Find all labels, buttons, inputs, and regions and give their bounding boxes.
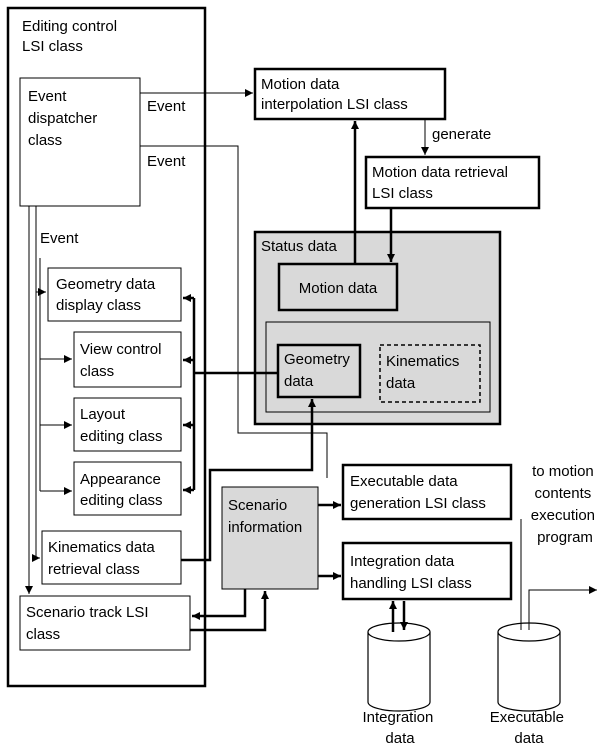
motion-data-label: Motion data — [299, 280, 378, 297]
scenario-track-lsi-class-label: Scenario track LSI class — [26, 604, 153, 643]
view-control-class-box — [73, 331, 182, 388]
executable-data-generation-lsi-class-label: Executable data generation LSI class — [350, 473, 486, 512]
kinematics-retrieval-to-geometry-arrow — [181, 399, 316, 562]
executable-data-label: Executable data — [490, 709, 568, 745]
motion-data-retrieval-lsi-class-box — [364, 155, 541, 210]
geometry-data-display-class-label: Geometry data display class — [56, 276, 159, 314]
motion-data-retrieval-lsi-class-label: Motion data retrieval LSI class — [372, 164, 512, 202]
event-line-to-executable-generation — [140, 145, 328, 478]
motion-data-box — [277, 262, 399, 312]
integration-data-label: Integration data — [362, 709, 437, 745]
geometry-data-display-class-box — [47, 267, 182, 322]
scenario-track-to-scenario-info-arrow — [190, 591, 269, 632]
kinematics-data-retrieval-class-box — [41, 530, 182, 585]
event-dispatcher-class-label: Event dispatcher class — [28, 88, 101, 149]
appearance-editing-class-box — [73, 461, 182, 516]
layout-editing-class-label: Layout editing class — [80, 406, 163, 445]
scenario-information-box — [221, 486, 319, 590]
status-data-label: Status data — [261, 238, 338, 255]
appearance-editing-class-label: Appearance editing class — [80, 471, 165, 509]
executable-data-generation-lsi-class-box — [341, 463, 513, 521]
kinematics-data-label: Kinematics data — [386, 353, 464, 392]
scenario-information-label: Scenario information — [228, 497, 302, 536]
event-label-3: Event — [40, 230, 79, 247]
executable-data-out — [528, 586, 597, 630]
geometry-data-box — [276, 343, 362, 399]
generate-label: generate — [432, 126, 491, 143]
scenario-info-to-scenario-track-arrow — [192, 589, 247, 620]
event-label-1: Event — [147, 98, 186, 115]
kinematics-data-box — [379, 344, 481, 403]
integration-data-cylinder — [367, 622, 431, 712]
integration-data-handling-lsi-class-box — [341, 541, 513, 601]
layout-editing-class-box — [73, 397, 182, 452]
scenario-track-lsi-class-box — [19, 595, 191, 651]
integration-data-handling-lsi-class-label: Integration data handling LSI class — [350, 553, 472, 592]
thick-connectors — [181, 121, 408, 632]
executable-data-cylinder — [497, 622, 561, 712]
motion-data-interpolation-lsi-class-label: Motion data interpolation LSI class — [261, 76, 408, 113]
event-label-2: Event — [147, 153, 186, 170]
motion-data-interpolation-lsi-class-box — [253, 67, 447, 121]
geometry-data-label: Geometry data — [284, 351, 354, 390]
kinematics-data-retrieval-class-label: Kinematics data retrieval class — [48, 539, 159, 578]
event-dispatcher-class-box — [19, 77, 141, 207]
to-motion-contents-label: to motion contents execution program — [531, 463, 599, 546]
thin-connectors — [25, 89, 597, 630]
view-control-class-label: View control class — [80, 341, 166, 380]
editing-control-lsi-class-label: Editing control LSI class — [22, 18, 121, 55]
